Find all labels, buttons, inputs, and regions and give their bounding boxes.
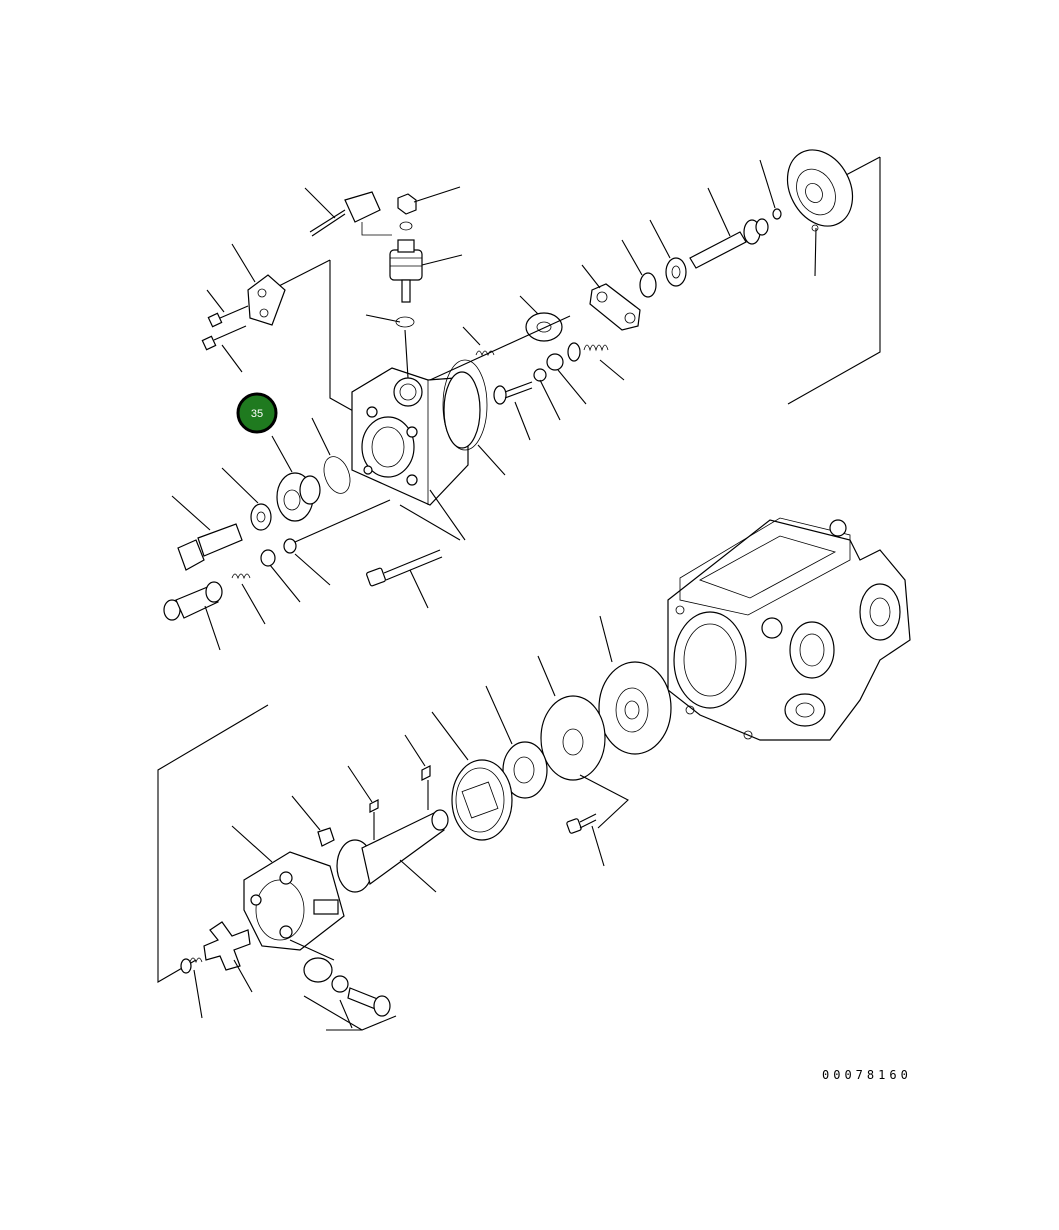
drive-gear bbox=[431, 711, 513, 841]
lower-bracket-line bbox=[157, 704, 269, 983]
sealing-washer bbox=[250, 503, 272, 531]
flange-bolt-1 bbox=[206, 289, 249, 328]
callout-35-label: 35 bbox=[251, 408, 263, 420]
drive-shaft-lower bbox=[336, 809, 449, 893]
hollow-bolt bbox=[171, 495, 243, 571]
flange-plate bbox=[231, 243, 286, 326]
plunger-pin bbox=[493, 381, 533, 441]
governor-spring bbox=[180, 957, 203, 1019]
cross-coupling bbox=[203, 921, 253, 993]
valve-fitting bbox=[163, 581, 223, 651]
upper-assembly bbox=[163, 149, 881, 651]
woodruff-key-2 bbox=[347, 765, 379, 840]
thrust-washer bbox=[665, 257, 687, 287]
pump-head-block bbox=[351, 367, 481, 506]
upper-bracket-line bbox=[787, 157, 881, 405]
flange-bolt-lower bbox=[566, 813, 605, 867]
long-bolt bbox=[366, 549, 443, 609]
snap-ring bbox=[639, 272, 657, 298]
bushing bbox=[525, 312, 563, 342]
drive-shaft-upper bbox=[689, 187, 769, 269]
coupling-disc bbox=[485, 685, 548, 799]
retaining-clip bbox=[291, 795, 335, 847]
end-cover bbox=[786, 149, 854, 277]
pump-housing bbox=[667, 517, 911, 741]
drawing-number: 00078160 bbox=[822, 1068, 912, 1082]
flange-disc bbox=[537, 655, 629, 829]
o-ring-left bbox=[323, 456, 351, 494]
gasket-plate bbox=[581, 264, 641, 331]
callout-35[interactable]: 35 bbox=[236, 392, 278, 434]
woodruff-key-1 bbox=[404, 734, 431, 810]
spring-mid bbox=[583, 344, 609, 352]
bushing-set bbox=[303, 957, 397, 1031]
head-o-ring bbox=[442, 359, 488, 451]
governor-housing bbox=[231, 825, 345, 961]
cam-plate bbox=[598, 615, 672, 755]
fitting-nut bbox=[271, 435, 321, 522]
hex-nut bbox=[397, 193, 417, 215]
lower-assembly bbox=[157, 615, 672, 1031]
flange-bolt-2 bbox=[201, 325, 247, 373]
solenoid-valve bbox=[389, 239, 463, 303]
wire-connector bbox=[304, 187, 392, 237]
spring-upper bbox=[462, 326, 495, 357]
